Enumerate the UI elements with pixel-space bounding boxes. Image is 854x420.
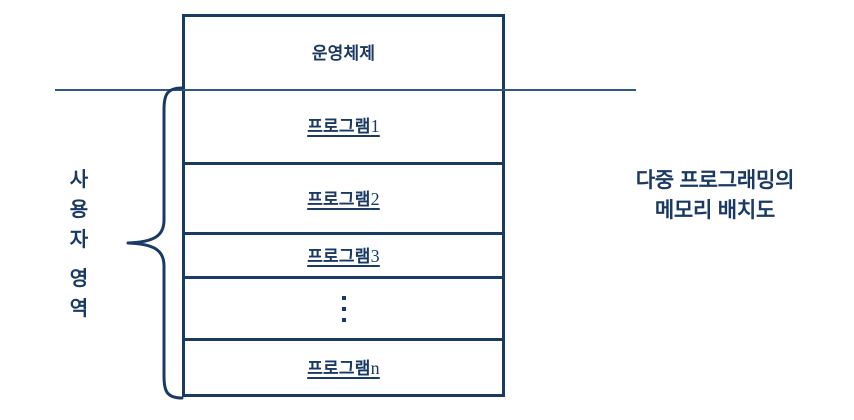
memory-row-index: 1 <box>370 116 380 136</box>
memory-layout-box: 운영체제 프로그램1 프로그램2 프로그램3 프로그램n <box>182 14 505 397</box>
memory-row-index: 3 <box>370 245 380 266</box>
memory-row-label: 프로그램3 <box>307 245 380 266</box>
memory-row-program-2: 프로그램2 <box>185 165 502 235</box>
memory-row-label: 프로그램n <box>307 357 380 378</box>
user-area-label-char: 역 <box>69 298 89 320</box>
user-area-label-char: 영 <box>69 268 89 290</box>
memory-row-ellipsis <box>185 279 502 341</box>
user-area-brace-icon <box>126 86 184 400</box>
user-area-label-char: 용 <box>69 199 89 221</box>
diagram-caption: 다중 프로그래밍의 메모리 배치도 <box>586 166 844 227</box>
memory-row-program-1: 프로그램1 <box>185 90 502 165</box>
memory-row-label: 프로그램1 <box>307 116 380 136</box>
diagram-caption-line-2: 메모리 배치도 <box>654 199 776 223</box>
memory-row-index: n <box>370 357 380 378</box>
memory-row-label: 프로그램2 <box>307 188 380 209</box>
system-user-boundary-line <box>55 89 636 91</box>
user-area-label-char: 자 <box>69 229 89 251</box>
user-area-label: 사 용 자 영 역 <box>62 170 96 319</box>
memory-row-program-3: 프로그램3 <box>185 235 502 279</box>
vertical-ellipsis-icon <box>341 295 346 322</box>
memory-row-program-n: 프로그램n <box>185 341 502 394</box>
memory-row-operating-system: 운영체제 <box>185 17 502 90</box>
diagram-caption-line-1: 다중 프로그래밍의 <box>635 169 795 192</box>
memory-row-index: 2 <box>370 188 380 209</box>
memory-row-label: 운영체제 <box>311 44 376 63</box>
user-area-label-char: 사 <box>69 169 89 191</box>
